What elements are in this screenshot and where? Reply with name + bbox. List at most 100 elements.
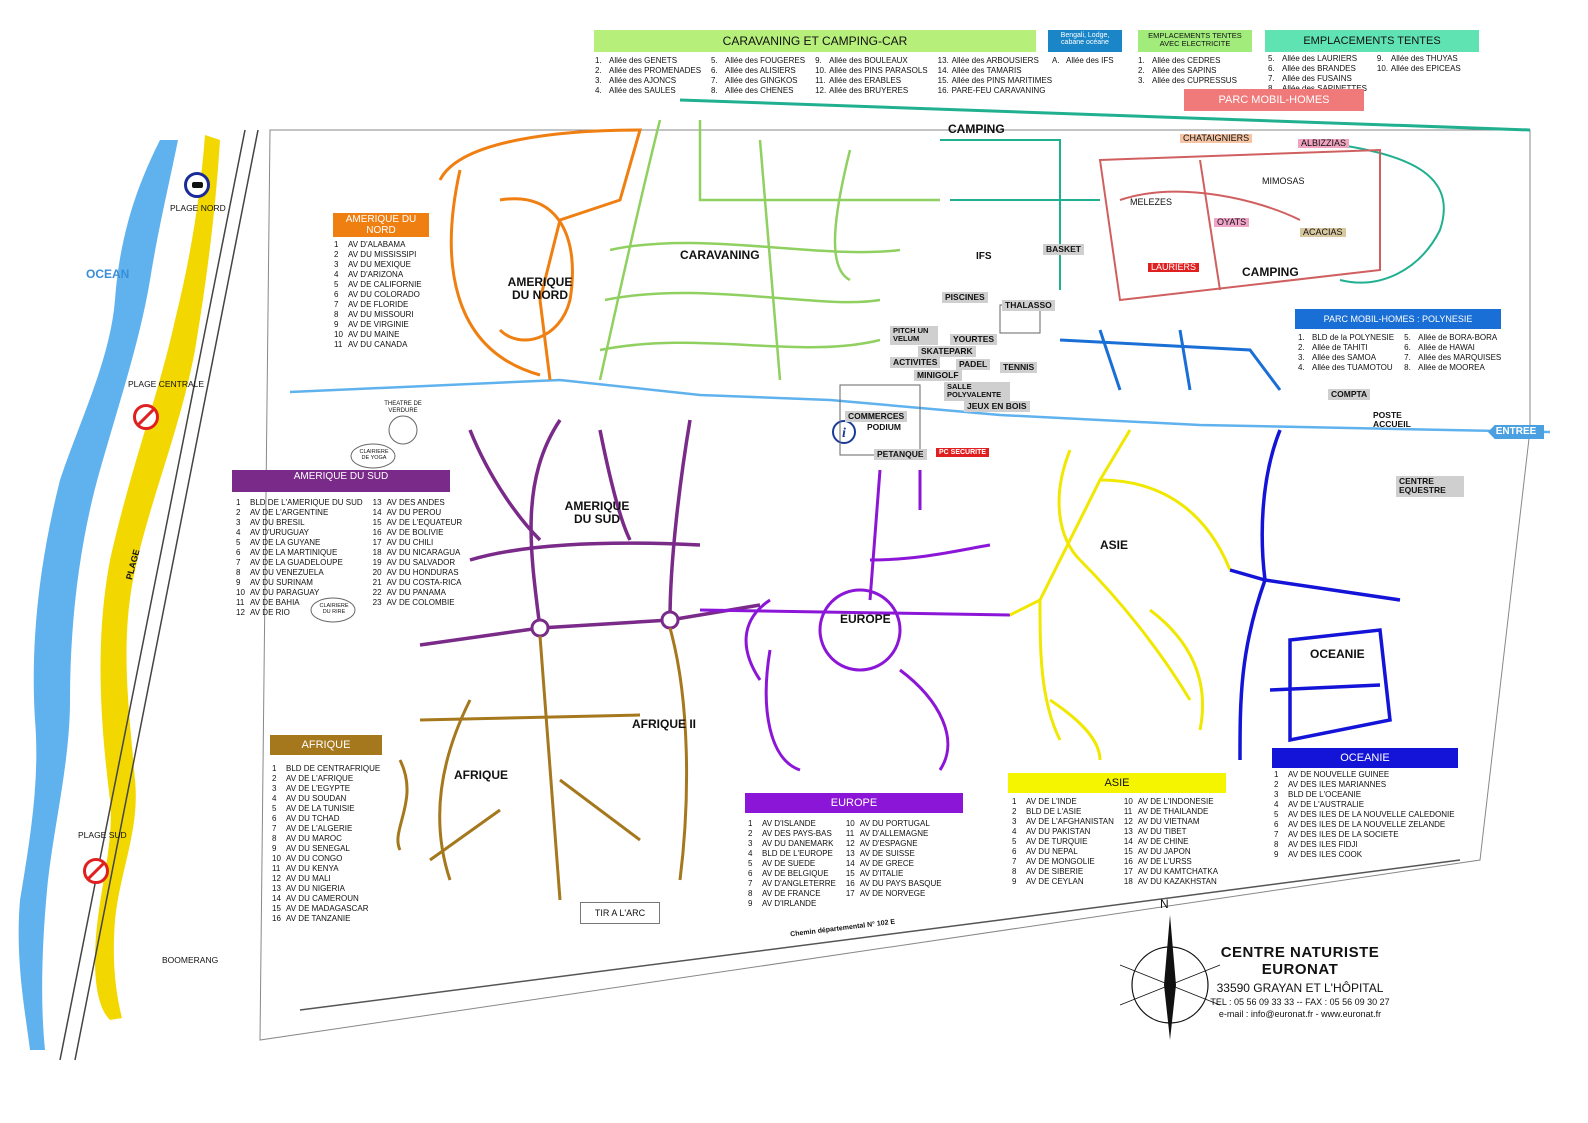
legend-item-label: Allée des PINS PARASOLS	[829, 66, 928, 75]
legend-item-label: AV DE L'ALGERIE	[286, 824, 353, 833]
legend-item-label: Allée des SAPINS	[1152, 66, 1217, 75]
legend-item: 15.Allée des PINS MARITIMES	[938, 76, 1052, 86]
legend-item-number: 5.	[711, 56, 718, 65]
legend-item-number: 3	[236, 518, 241, 527]
legend-item-label: BLD DE L'EUROPE	[762, 849, 833, 858]
asie-map-label: ASIE	[1100, 538, 1129, 552]
legend-item-label: AV D'ITALIE	[859, 869, 904, 878]
legend-item-label: AV DE CHINE	[1137, 837, 1189, 846]
coast-road-2	[74, 129, 259, 1061]
legend-item-label: Allée des FUSAINS	[1282, 74, 1352, 83]
legend-item-number: 7	[334, 300, 339, 309]
legend-item-label: AV DE NOUVELLE GUINEE	[1288, 770, 1390, 779]
legend-item-number: 8	[334, 310, 339, 319]
legend-item-number: 14	[1123, 837, 1133, 846]
legend-item-label: AV DU NIGERIA	[286, 884, 345, 893]
minigolf-facility: MINIGOLF	[914, 370, 962, 382]
theatre-de-verdure	[388, 415, 418, 445]
legend-item: 2.Allée des PROMENADES	[595, 66, 701, 76]
legend-item: 4.Allée des SAULES	[595, 86, 701, 96]
legend-item-number: 15	[372, 518, 382, 527]
legend-item-label: Allée des PINS MARITIMES	[951, 76, 1053, 85]
mimosas-label: MIMOSAS	[1262, 176, 1305, 186]
pc-securite-facility: PC SECURITE	[936, 448, 990, 457]
legend-item-label: AV D'IRLANDE	[762, 899, 817, 908]
legend-item-number: 5	[1274, 810, 1279, 819]
zone-asie-roads	[1009, 429, 1232, 761]
camping-top-label: CAMPING	[948, 122, 1005, 136]
legend-item-number: 7	[748, 879, 753, 888]
legend-item-label: AV DE THAILANDE	[1137, 807, 1209, 816]
zone-amerique-sud-roads	[419, 419, 761, 647]
legend-item-number: 3	[272, 784, 277, 793]
legend-item: 16.PARE-FEU CARAVANING	[938, 86, 1052, 96]
legend-item-label: Allée des EPICEAS	[1390, 64, 1461, 73]
legend-item-number: 1.	[1298, 333, 1305, 342]
legend-item-label: Allée des MARQUISES	[1418, 353, 1502, 362]
boomerang-label: BOOMERANG	[162, 955, 219, 965]
legend-item: 5.Allée des FOUGERES	[711, 56, 805, 66]
legend-item-label: AV DE SUEDE	[762, 859, 816, 868]
legend-item-number: 1	[272, 764, 277, 773]
legend-item-number: 2	[272, 774, 277, 783]
oyats-label: OYATS	[1214, 217, 1250, 228]
legend-item-number: 13	[845, 849, 855, 858]
legend-item-label: AV D'URUGUAY	[250, 528, 310, 537]
legend-item-label: AV DU NICARAGUA	[386, 548, 461, 557]
legend-item-number: 1.	[595, 56, 602, 65]
legend-item-label: AV DU PEROU	[386, 508, 442, 517]
legend-item-label: AV DU KENYA	[286, 864, 339, 873]
legend-item: A.Allée des IFS	[1052, 56, 1114, 66]
legend-item: 13.Allée des ARBOUSIERS	[938, 56, 1052, 66]
oceanie-header: OCEANIE	[1272, 748, 1458, 768]
zone-mobilhomes-roads	[1098, 148, 1381, 302]
legend-item-number: 22	[372, 588, 382, 597]
legend-item-label: AV DE BELGIQUE	[762, 869, 829, 878]
amerique-sud-header: AMERIQUE DU SUD	[232, 470, 450, 492]
bengali-legend: A.Allée des IFS	[1052, 56, 1114, 66]
roundabout-1	[530, 618, 550, 638]
afrique-header: AFRIQUE	[270, 735, 382, 755]
legend-item-number: 10	[1123, 797, 1133, 806]
legend-item: 6.Allée des BRANDES	[1268, 64, 1367, 74]
legend-item-label: AV DU CANADA	[348, 340, 408, 349]
legend-item-label: AV DU VIETNAM	[1137, 817, 1200, 826]
dogs-allowed-icon	[184, 172, 210, 198]
legend-item-number: 16	[1123, 857, 1133, 866]
caravaning-map-label: CARAVANING	[680, 248, 760, 262]
legend-item-number: 11	[334, 340, 343, 349]
legend-item-label: AV D'ARIZONA	[348, 270, 404, 279]
piscines-facility: PISCINES	[942, 292, 988, 304]
information-icon[interactable]: i	[832, 420, 856, 444]
legend-item-label: AV DU HONDURAS	[386, 568, 459, 577]
legend-item-number: 14.	[937, 66, 949, 75]
acacias-label: ACACIAS	[1300, 227, 1346, 238]
yoga-label: CLAIRIERE DE YOGA	[359, 449, 389, 462]
legend-item-number: 2	[748, 829, 753, 838]
legend-item-label: AV DE GRECE	[859, 859, 914, 868]
theatre-label: THEATRE DE VERDURE	[384, 401, 422, 414]
chataigniers-label: CHATAIGNIERS	[1180, 133, 1253, 144]
legend-item-number: 1.	[1138, 56, 1145, 65]
